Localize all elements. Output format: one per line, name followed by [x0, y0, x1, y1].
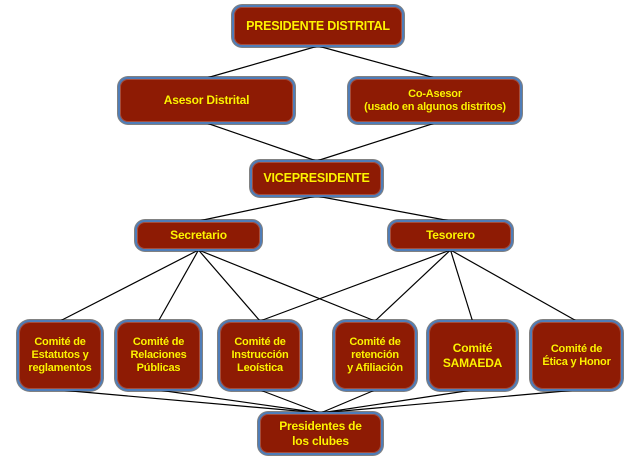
- node-asesor-distrital: Asesor Distrital: [118, 77, 295, 124]
- node-comite-instruccion: Comité de Instrucción Leoística: [218, 320, 302, 391]
- node-tesorero: Tesorero: [388, 220, 513, 251]
- node-co-asesor: Co-Asesor (usado en algunos distritos): [348, 77, 522, 124]
- node-comite-samaeda: Comité SAMAEDA: [427, 320, 518, 391]
- node-comite-estatutos: Comité de Estatutos y reglamentos: [17, 320, 103, 391]
- node-comite-etica: Comité de Ética y Honor: [530, 320, 623, 391]
- node-presidentes-clubes: Presidentes de los clubes: [258, 412, 383, 455]
- node-secretario: Secretario: [135, 220, 262, 251]
- node-comite-retencion: Comité de retención y Afiliación: [333, 320, 417, 391]
- node-comite-relaciones: Comité de Relaciones Públicas: [115, 320, 202, 391]
- node-presidente-distrital: PRESIDENTE DISTRITAL: [232, 5, 404, 47]
- node-vicepresidente: VICEPRESIDENTE: [250, 160, 383, 197]
